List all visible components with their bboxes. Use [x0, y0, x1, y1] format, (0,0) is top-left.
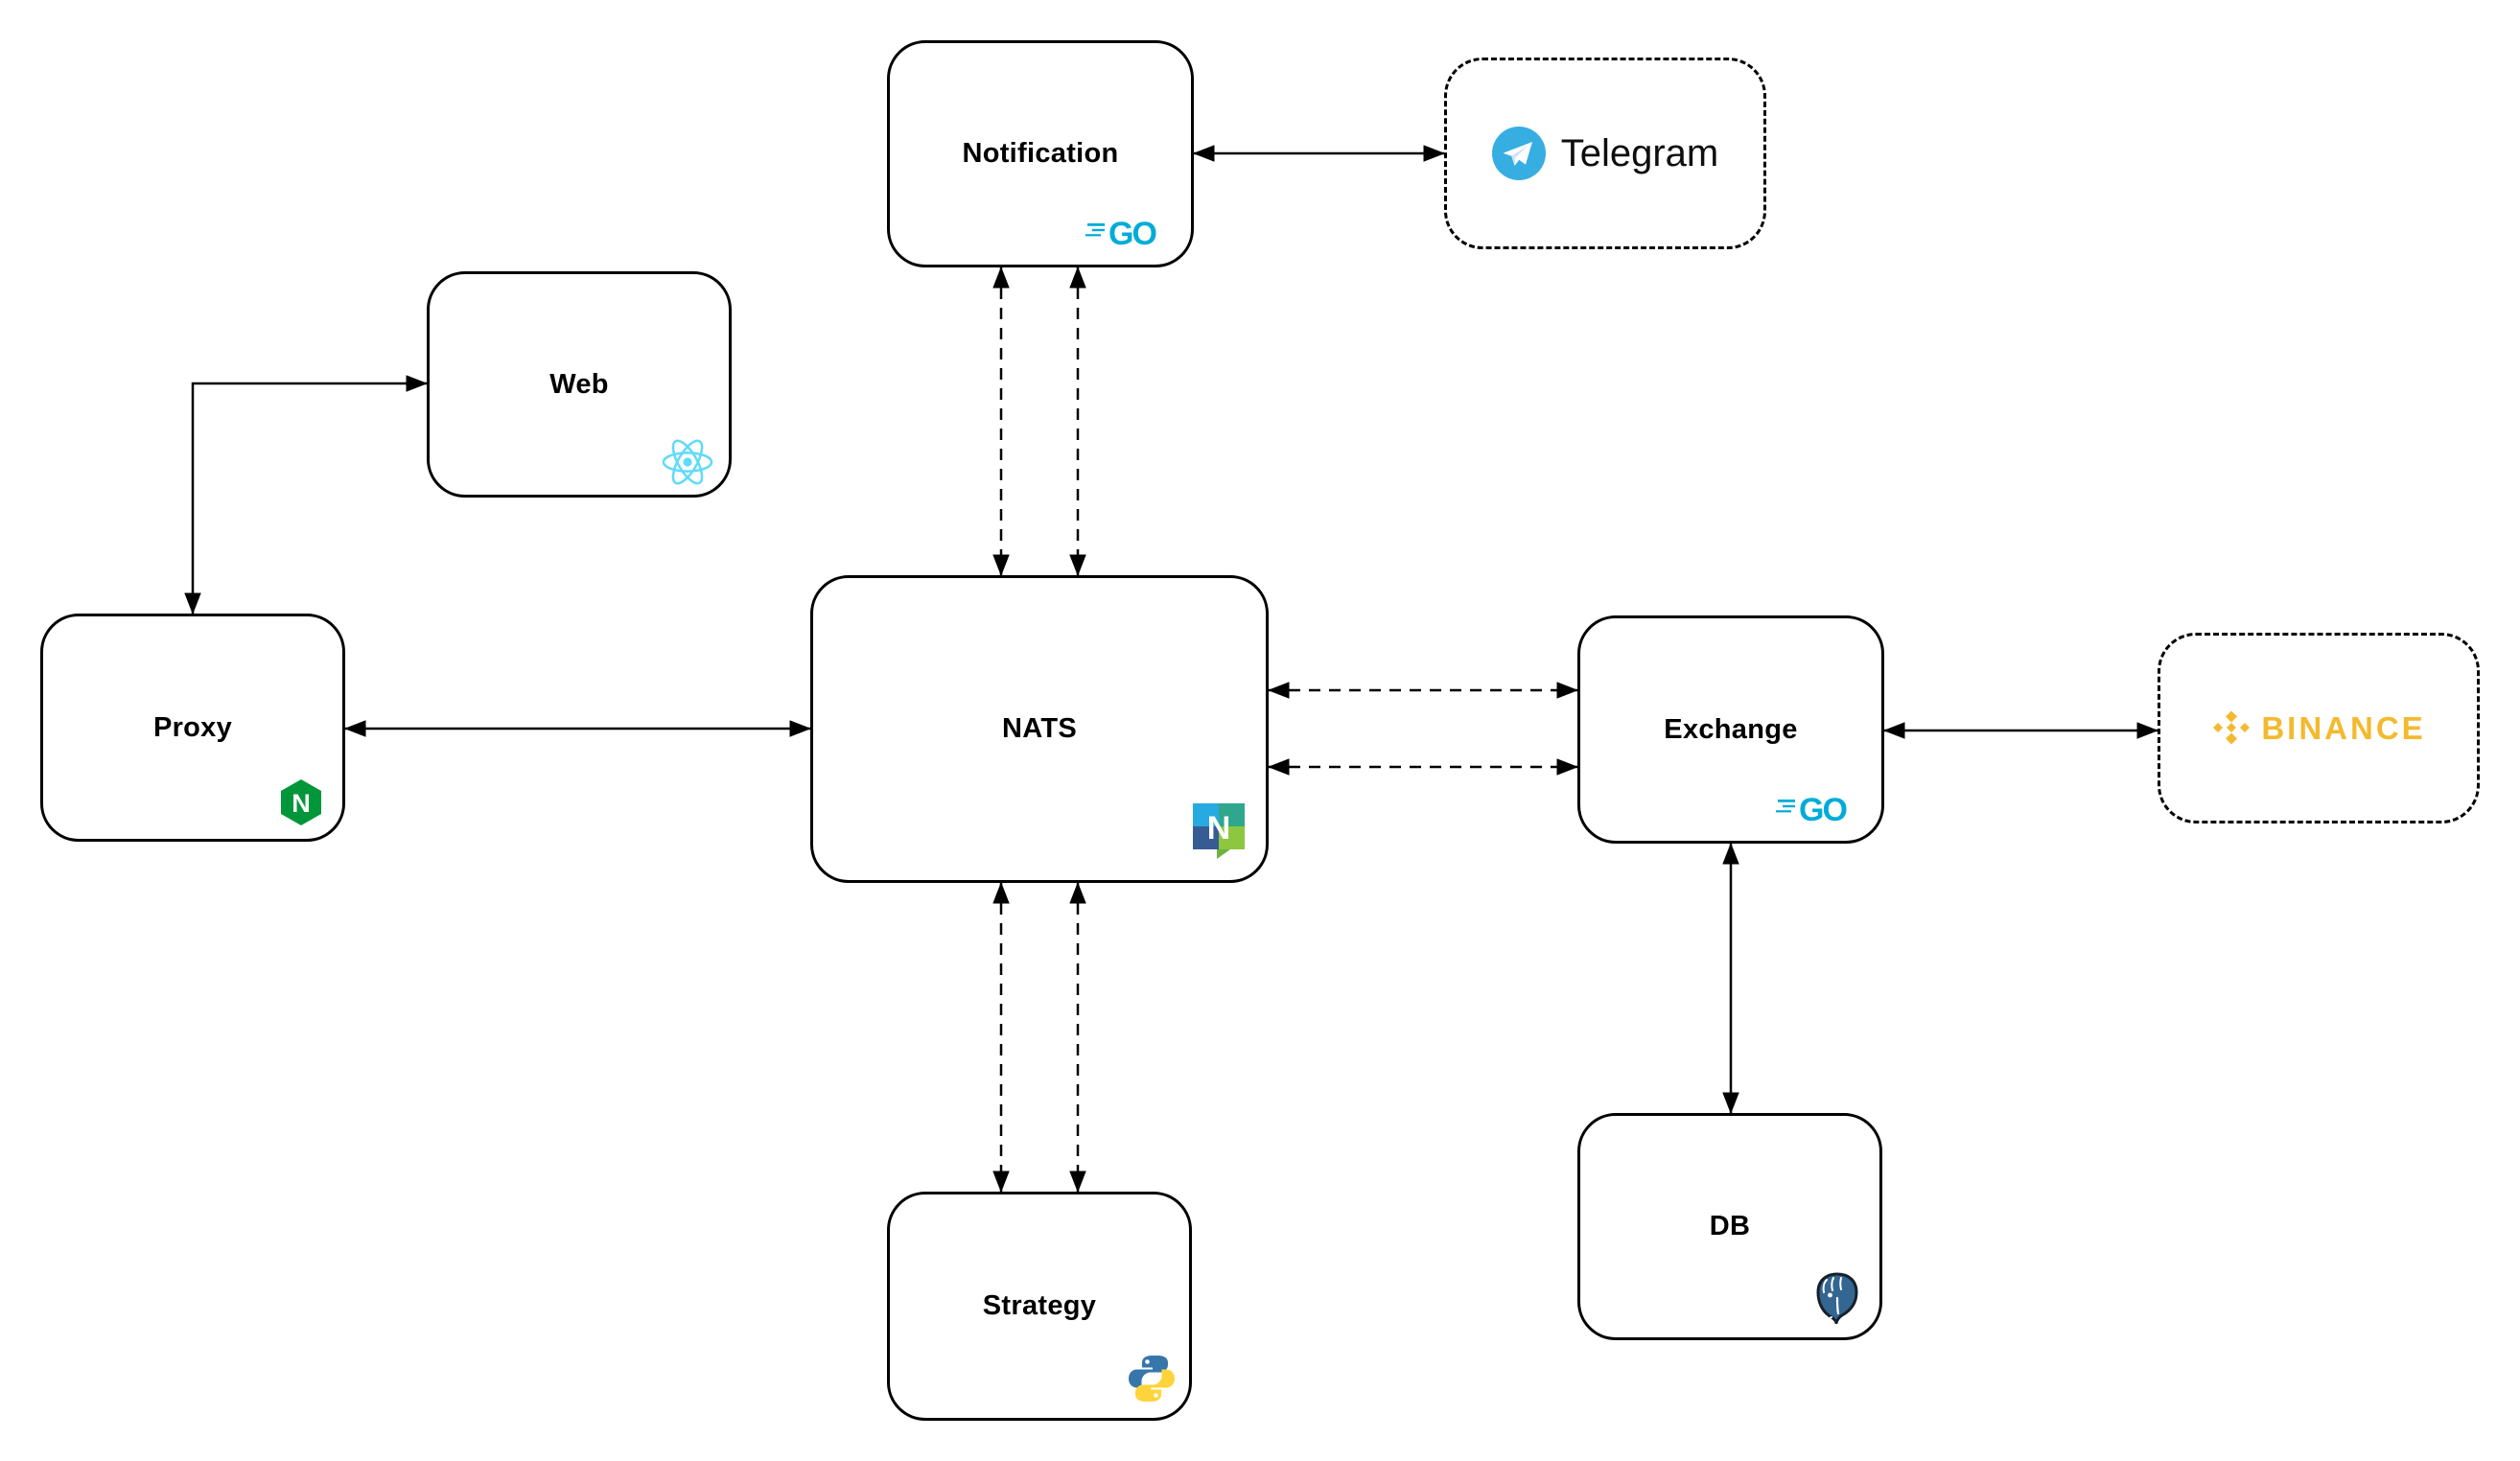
db-label: DB [1709, 1211, 1751, 1241]
nats-logo-icon: N [1193, 803, 1245, 859]
svg-text:N: N [292, 789, 311, 818]
python-logo-icon [1129, 1356, 1175, 1402]
connector-web-proxy [184, 375, 428, 615]
react-logo-icon [662, 439, 713, 485]
telegram-label: Telegram [1560, 131, 1719, 174]
svg-text:GO: GO [1799, 792, 1847, 827]
exchange-label: Exchange [1664, 713, 1798, 745]
go-logo-icon: GO [1776, 792, 1849, 827]
node-strategy: Strategy [887, 1192, 1192, 1421]
node-db: DB [1577, 1113, 1882, 1340]
go-logo-icon: GO [1085, 216, 1158, 251]
svg-text:N: N [1207, 810, 1231, 846]
node-web: Web [427, 271, 732, 498]
svg-text:GO: GO [1108, 216, 1156, 251]
node-telegram: Telegram [1444, 58, 1766, 249]
strategy-label: Strategy [982, 1290, 1097, 1321]
node-notification: Notification GO [887, 40, 1194, 267]
telegram-logo-icon [1491, 127, 1546, 180]
node-nats: NATS N [810, 575, 1269, 883]
binance-label: BINANCE [2261, 709, 2426, 746]
nginx-logo-icon: N [281, 779, 321, 825]
binance-logo-icon [2213, 710, 2251, 744]
node-binance: BINANCE [2158, 633, 2480, 823]
proxy-label: Proxy [152, 711, 233, 743]
node-proxy: Proxy N [40, 614, 345, 842]
web-label: Web [549, 368, 609, 400]
nats-label: NATS [1002, 713, 1077, 744]
postgresql-logo-icon [1816, 1272, 1858, 1324]
notification-label: Notification [962, 138, 1119, 169]
node-exchange: Exchange GO [1577, 615, 1884, 844]
